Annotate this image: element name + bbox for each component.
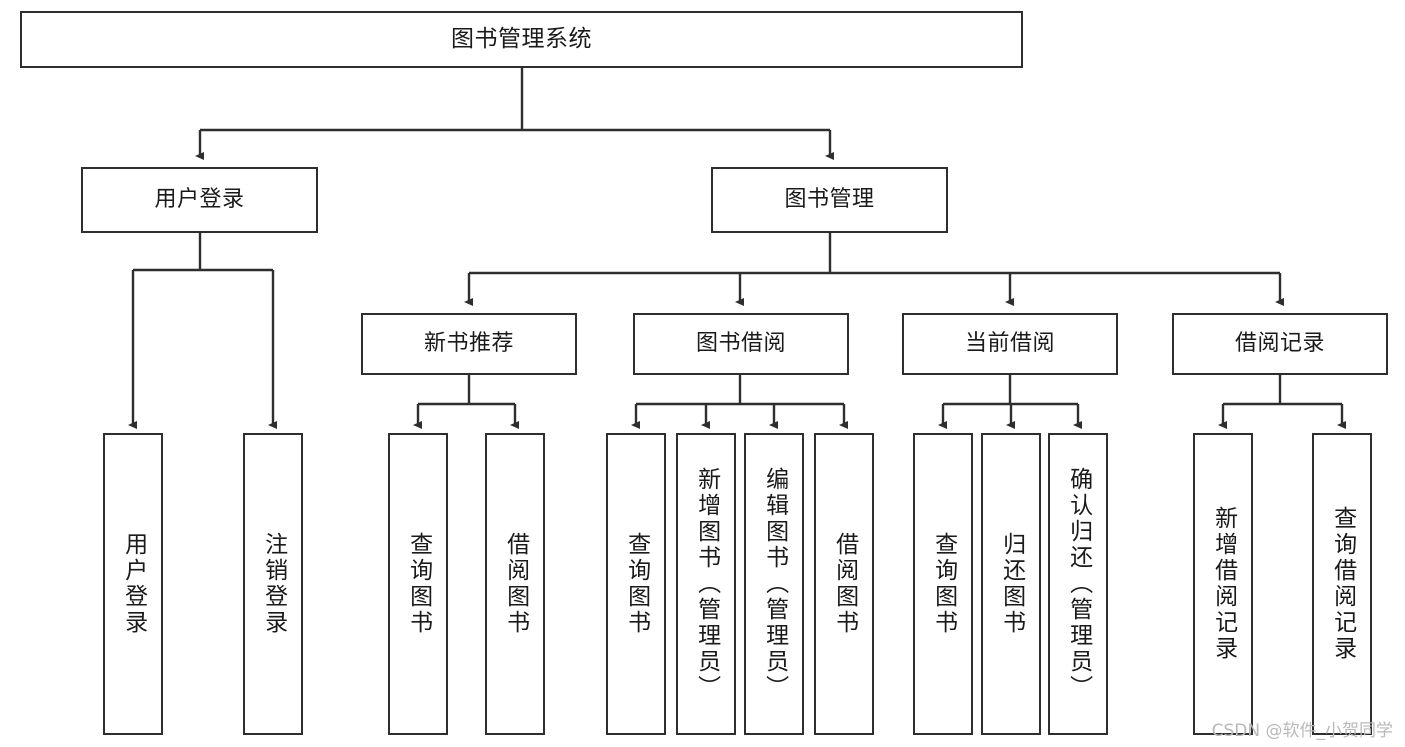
node-new-book-recommend[interactable]: 新书推荐 [361,313,577,375]
node-label: 确认归还（管理员） [1065,467,1092,701]
node-label: 新增借阅记录 [1210,506,1237,662]
node-label: 用户登录 [120,532,147,636]
node-label: 编辑图书（管理员） [761,467,788,701]
watermark: CSDN @软件_小贺同学 [1211,721,1393,741]
leaf-record-query-borrow-record[interactable]: 查询借阅记录 [1312,433,1372,735]
node-label: 借阅记录 [1234,331,1325,357]
node-root-system[interactable]: 图书管理系统 [20,11,1023,68]
leaf-borrow-edit-book-admin[interactable]: 编辑图书（管理员） [744,433,804,735]
node-label: 借阅图书 [831,532,858,636]
node-label: 查询图书 [930,532,957,636]
node-borrow-records[interactable]: 借阅记录 [1172,313,1388,375]
node-user-login[interactable]: 用户登录 [81,167,318,233]
leaf-current-return-book[interactable]: 归还图书 [981,433,1041,735]
node-book-borrow[interactable]: 图书借阅 [633,313,849,375]
node-current-borrow[interactable]: 当前借阅 [902,313,1118,375]
leaf-record-add-borrow-record[interactable]: 新增借阅记录 [1193,433,1253,735]
node-label: 新书推荐 [423,331,514,357]
leaf-current-confirm-return-admin[interactable]: 确认归还（管理员） [1048,433,1108,735]
node-label: 图书管理系统 [451,25,592,52]
leaf-user-login-signin[interactable]: 用户登录 [103,433,163,735]
leaf-borrow-query-book[interactable]: 查询图书 [606,433,666,735]
leaf-borrow-add-book-admin[interactable]: 新增图书（管理员） [676,433,736,735]
leaf-new-book-borrow[interactable]: 借阅图书 [485,433,545,735]
node-label: 图书借阅 [695,331,786,357]
node-book-management[interactable]: 图书管理 [711,167,948,233]
node-label: 借阅图书 [502,532,529,636]
leaf-current-query-book[interactable]: 查询图书 [913,433,973,735]
node-label: 注销登录 [260,532,287,636]
leaf-borrow-borrow-book[interactable]: 借阅图书 [814,433,874,735]
node-label: 新增图书（管理员） [693,467,720,701]
node-label: 归还图书 [998,532,1025,636]
node-label: 用户登录 [154,187,245,213]
node-label: 查询图书 [405,532,432,636]
node-label: 查询借阅记录 [1329,506,1356,662]
leaf-user-login-signout[interactable]: 注销登录 [243,433,303,735]
node-label: 当前借阅 [964,331,1055,357]
node-label: 查询图书 [623,532,650,636]
node-label: 图书管理 [784,187,875,213]
leaf-new-book-query[interactable]: 查询图书 [388,433,448,735]
